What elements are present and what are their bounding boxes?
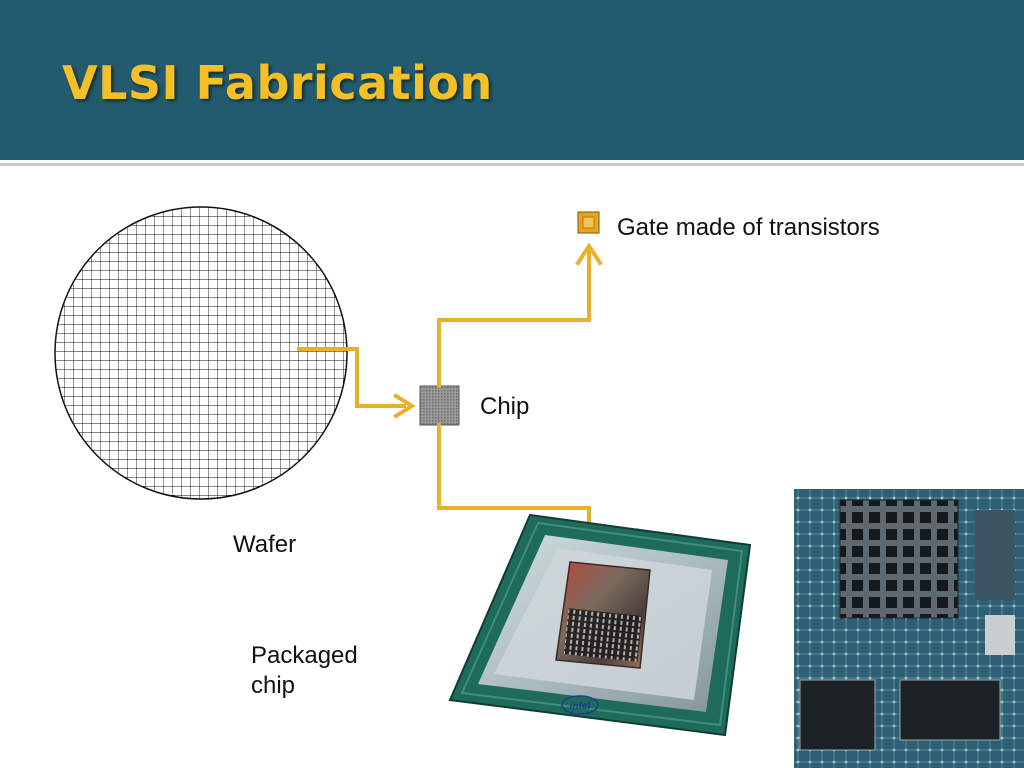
intel-logo-text: intel	[570, 701, 591, 712]
packaged-chip-label: Packaged chip	[251, 642, 358, 699]
circuit-board-image	[794, 489, 1024, 768]
chip-square	[419, 385, 460, 426]
slide-title: VLSI Fabrication	[62, 56, 493, 110]
arrow-chip-to-gate	[437, 250, 591, 388]
arrow-chip-to-gate-head	[575, 242, 603, 266]
chip-label: Chip	[480, 393, 530, 420]
arrow-wafer-to-chip	[297, 347, 406, 408]
arrow-wafer-to-chip-head	[393, 393, 416, 419]
intel-logo	[561, 695, 599, 715]
gate-icon	[577, 211, 600, 234]
header-divider	[0, 163, 1024, 166]
packaged-chip-image: intel	[448, 513, 752, 737]
title-bar: VLSI Fabrication	[0, 0, 1024, 160]
gate-label: Gate made of transistors	[617, 214, 880, 241]
wafer-label: Wafer	[233, 531, 297, 558]
wafer-graphic	[54, 206, 348, 500]
